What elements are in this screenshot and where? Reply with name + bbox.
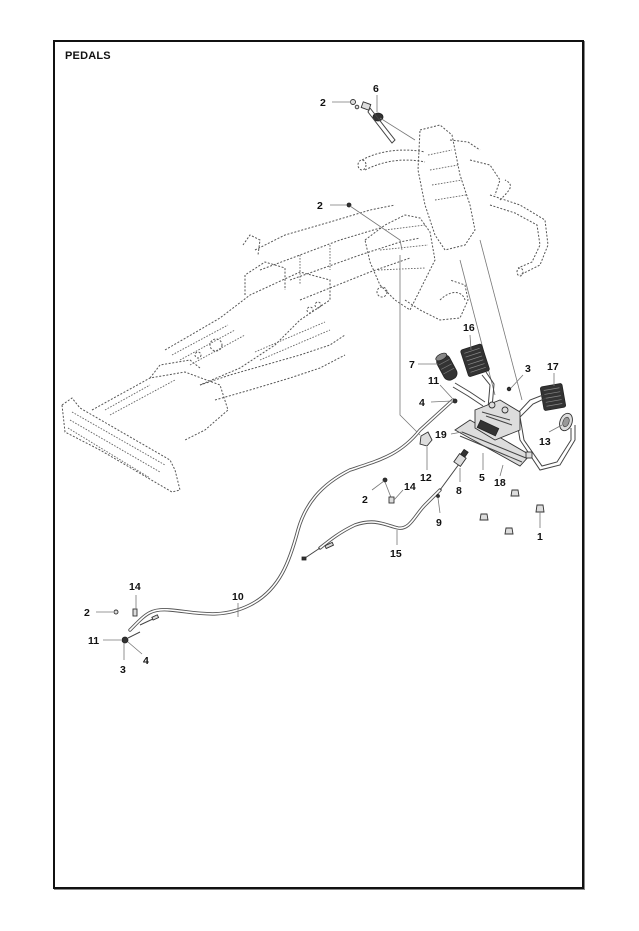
part-2-frame-fastener bbox=[346, 202, 403, 251]
part-4-pedal-end bbox=[452, 398, 458, 404]
part-2-fastener-top bbox=[350, 99, 356, 105]
callout-2-mid: 2 bbox=[362, 494, 368, 506]
leader-12-to-frame bbox=[399, 255, 421, 436]
callout-11-left: 11 bbox=[88, 635, 99, 647]
part-7-grip bbox=[435, 352, 458, 381]
callout-4-left: 4 bbox=[143, 655, 149, 667]
callout-11-pedal: 11 bbox=[428, 375, 439, 387]
callout-19: 19 bbox=[435, 429, 447, 441]
callout-17: 17 bbox=[547, 361, 559, 373]
part-9-fastener bbox=[436, 494, 440, 498]
part-15-cable bbox=[301, 488, 442, 561]
callout-14-left: 14 bbox=[129, 581, 141, 593]
part-18-bolt bbox=[510, 489, 520, 497]
part-16-pedal-pad bbox=[460, 343, 490, 377]
callout-3-pedal: 3 bbox=[525, 363, 531, 375]
callout-8: 8 bbox=[456, 485, 462, 497]
callout-5: 5 bbox=[479, 472, 485, 484]
part-12-cable-clip bbox=[419, 431, 433, 447]
part-6-lever-assembly bbox=[350, 99, 416, 144]
chassis-frame bbox=[61, 124, 549, 493]
leader-pedal-rod-2 bbox=[479, 239, 523, 401]
leader-pedal-rod-1 bbox=[459, 259, 496, 396]
part-13-round-pad bbox=[559, 412, 573, 432]
callout-9: 9 bbox=[436, 517, 442, 529]
callout-6: 6 bbox=[373, 83, 379, 95]
part-10-cable bbox=[128, 398, 455, 632]
callout-4-pedal: 4 bbox=[419, 397, 425, 409]
callout-2-left: 2 bbox=[84, 607, 90, 619]
callouts: 2 6 2 16 7 3 17 11 4 19 13 12 bbox=[84, 83, 563, 676]
callout-10: 10 bbox=[232, 591, 244, 603]
page-title: PEDALS bbox=[65, 50, 111, 62]
callout-2-top: 2 bbox=[320, 97, 326, 109]
callout-12: 12 bbox=[420, 472, 432, 484]
part-3-pedal-fastener bbox=[506, 386, 512, 392]
diagram-frame: PEDALS bbox=[53, 40, 584, 889]
callout-16: 16 bbox=[463, 322, 475, 334]
callout-7: 7 bbox=[409, 359, 415, 371]
part-1-bolt bbox=[535, 504, 545, 513]
part-8-adjuster bbox=[439, 448, 469, 491]
callout-18: 18 bbox=[494, 477, 506, 489]
part-17-pedal-pad bbox=[540, 383, 566, 411]
pedal-assembly bbox=[435, 343, 576, 471]
callout-13: 13 bbox=[539, 436, 551, 448]
left-end-fasteners bbox=[113, 608, 141, 644]
callout-15: 15 bbox=[390, 548, 402, 560]
callout-1: 1 bbox=[537, 531, 543, 543]
loose-bolts bbox=[479, 489, 545, 535]
callout-3-left: 3 bbox=[120, 664, 126, 676]
callout-2-frame: 2 bbox=[317, 200, 323, 212]
mid-fasteners bbox=[382, 477, 395, 504]
callout-14-mid: 14 bbox=[404, 481, 416, 493]
